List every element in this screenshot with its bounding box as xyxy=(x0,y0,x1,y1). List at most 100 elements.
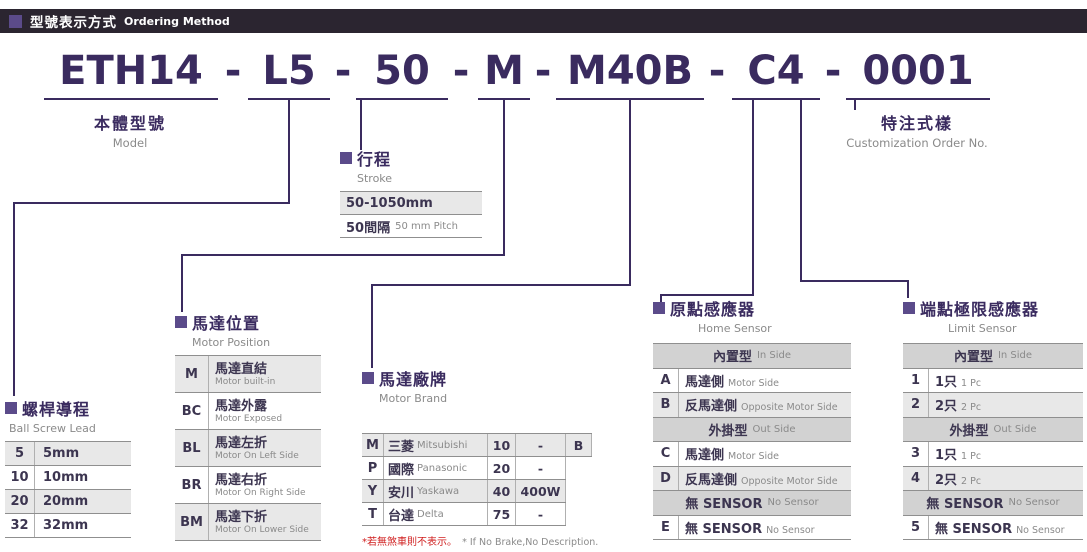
connector-line xyxy=(907,280,909,298)
table-row: BL 馬達左折 Motor On Left Side xyxy=(175,430,321,467)
sensor-desc-en: Opposite Motor Side xyxy=(741,475,838,487)
brand-name-cn: 安川 xyxy=(388,485,415,501)
sensor-code: E xyxy=(653,515,679,539)
position-desc: 馬達下折 Motor On Lower Side xyxy=(215,510,309,535)
home-sensor-title-cn: 原點感應器 xyxy=(670,300,756,319)
model-dash: - xyxy=(824,48,842,94)
sensor-code: D xyxy=(653,466,679,490)
table-row: M 馬達直結 Motor built-in xyxy=(175,356,321,393)
table-row: 5 無 SENSOR No Sensor xyxy=(903,515,1083,540)
sensor-code: 5 xyxy=(903,515,929,539)
home-sensor-section: 原點感應器 Home Sensor 內置型 In Side A 馬達側 Moto… xyxy=(653,296,851,540)
table-row: M 三菱 Mitsubishi 10 - B xyxy=(362,434,592,457)
table-row: 1 1只 1 Pc xyxy=(903,368,1083,393)
sensor-desc-en: No Sensor xyxy=(1016,524,1065,536)
brand-name-en: Yaskawa xyxy=(417,485,460,497)
table-row: P 國際 Panasonic 20 - xyxy=(362,457,566,480)
lead-value: 5mm xyxy=(43,446,80,461)
connector-line xyxy=(13,202,290,204)
position-desc: 馬達直結 Motor built-in xyxy=(215,362,275,387)
sensor-code: B xyxy=(653,393,679,417)
table-row: 20 20mm xyxy=(5,490,131,514)
connector-line xyxy=(660,294,662,302)
wattage-value: - xyxy=(516,457,566,479)
model-dash: - xyxy=(224,48,242,94)
table-row: E 無 SENSOR No Sensor xyxy=(653,515,851,540)
table-row: 2 2只 2 Pc xyxy=(903,393,1083,418)
brand-name-en: Delta xyxy=(417,508,444,520)
sensor-desc-en: No Sensor xyxy=(766,524,815,536)
ball-screw-lead-title: 螺桿導程 xyxy=(5,396,131,420)
table-header-row: 內置型 In Side xyxy=(653,344,851,369)
motor-brand-section: 馬達廠牌 Motor Brand M 三菱 Mitsubishi 10 - B … xyxy=(362,366,598,549)
sensor-code: 4 xyxy=(903,466,929,490)
sensor-code: 2 xyxy=(903,393,929,417)
position-desc-cn: 馬達下折 xyxy=(215,509,268,525)
sensor-desc-cn: 馬達側 xyxy=(685,448,725,464)
limit-sensor-title: 端點極限感應器 xyxy=(903,296,1083,320)
ball-screw-lead-table: 5 5mm 10 10mm 20 20mm 32 32mm xyxy=(5,441,131,538)
motor-position-section: 馬達位置 Motor Position M 馬達直結 Motor built-i… xyxy=(175,310,321,541)
model-segment-body: ETH14 xyxy=(44,44,218,100)
model-segment-lead: L5 xyxy=(248,44,330,100)
sensor-desc-cn: 反馬達側 xyxy=(685,399,738,415)
table-row: Y 安川 Yaskawa 40 400W xyxy=(362,480,566,503)
sensor-desc: 1只 1 Pc xyxy=(935,444,981,463)
position-code: BC xyxy=(175,393,209,429)
limit-sensor-title-en: Limit Sensor xyxy=(948,322,1017,335)
connector-line xyxy=(371,284,373,368)
brake-footnote-cn: *若無煞車則不表示。 xyxy=(362,537,457,548)
stroke-title-en: Stroke xyxy=(357,172,393,185)
position-desc: 馬達外露 Motor Exposed xyxy=(215,399,282,424)
position-desc-en: Motor On Lower Side xyxy=(215,524,309,535)
brake-code: B xyxy=(566,434,592,456)
limit-sensor-section: 端點極限感應器 Limit Sensor 內置型 In Side 1 1只 1 … xyxy=(903,296,1083,540)
stroke-title: 行程 xyxy=(340,146,482,170)
table-row: 5 5mm xyxy=(5,442,131,466)
brand-code: P xyxy=(362,457,384,479)
sensor-desc-cn: 無 SENSOR xyxy=(935,521,1013,537)
wattage-value: - xyxy=(516,434,566,456)
position-desc-cn: 馬達直結 xyxy=(215,361,268,377)
sensor-desc-cn: 無 SENSOR xyxy=(685,521,763,537)
brand-code: T xyxy=(362,503,384,525)
motor-position-title-en: Motor Position xyxy=(192,336,271,349)
motor-position-table: M 馬達直結 Motor built-in BC 馬達外露 Motor Expo… xyxy=(175,355,321,541)
sensor-group-en: No Sensor xyxy=(767,497,819,509)
lead-code: 10 xyxy=(5,466,35,489)
brand-name: 三菱 Mitsubishi xyxy=(384,434,488,456)
sensor-desc-cn: 2只 xyxy=(935,472,958,488)
model-segment-motor-brand: M40B xyxy=(556,44,704,100)
sensor-group-cn: 無 SENSOR xyxy=(926,497,1004,513)
connector-line xyxy=(660,294,754,296)
limit-sensor-title-cn: 端點極限感應器 xyxy=(920,300,1040,319)
brand-code: Y xyxy=(362,480,384,502)
stroke-pitch-cn: 50間隔 xyxy=(346,220,391,236)
table-row: 32 32mm xyxy=(5,514,131,538)
sensor-group-cn: 無 SENSOR xyxy=(685,497,763,513)
position-code: BM xyxy=(175,504,209,540)
sensor-code: A xyxy=(653,368,679,392)
connector-line xyxy=(288,100,290,204)
table-header-row: 無 SENSOR No Sensor xyxy=(653,491,851,516)
sensor-group-en: In Side xyxy=(756,350,792,362)
table-header-row: 無 SENSOR No Sensor xyxy=(903,491,1083,516)
stroke-title-cn: 行程 xyxy=(357,150,392,169)
brand-name-en: Panasonic xyxy=(417,462,468,474)
lead-code: 5 xyxy=(5,442,35,465)
connector-line xyxy=(13,202,15,396)
position-desc: 馬達左折 Motor On Left Side xyxy=(215,436,299,461)
position-code: BL xyxy=(175,430,209,466)
header-title-cn: 型號表示方式 xyxy=(30,15,117,31)
motor-brand-title-en: Motor Brand xyxy=(379,392,448,405)
position-desc-cn: 馬達左折 xyxy=(215,435,268,451)
sensor-desc: 無 SENSOR No Sensor xyxy=(935,518,1065,537)
wattage-code: 10 xyxy=(488,434,516,456)
brand-name-cn: 三菱 xyxy=(388,439,415,455)
model-label-en: Model xyxy=(112,136,148,150)
connector-line xyxy=(181,254,505,256)
sensor-group-en: No Sensor xyxy=(1008,497,1060,509)
sensor-group-cn: 內置型 xyxy=(953,350,993,366)
position-desc-en: Motor built-in xyxy=(215,376,276,387)
